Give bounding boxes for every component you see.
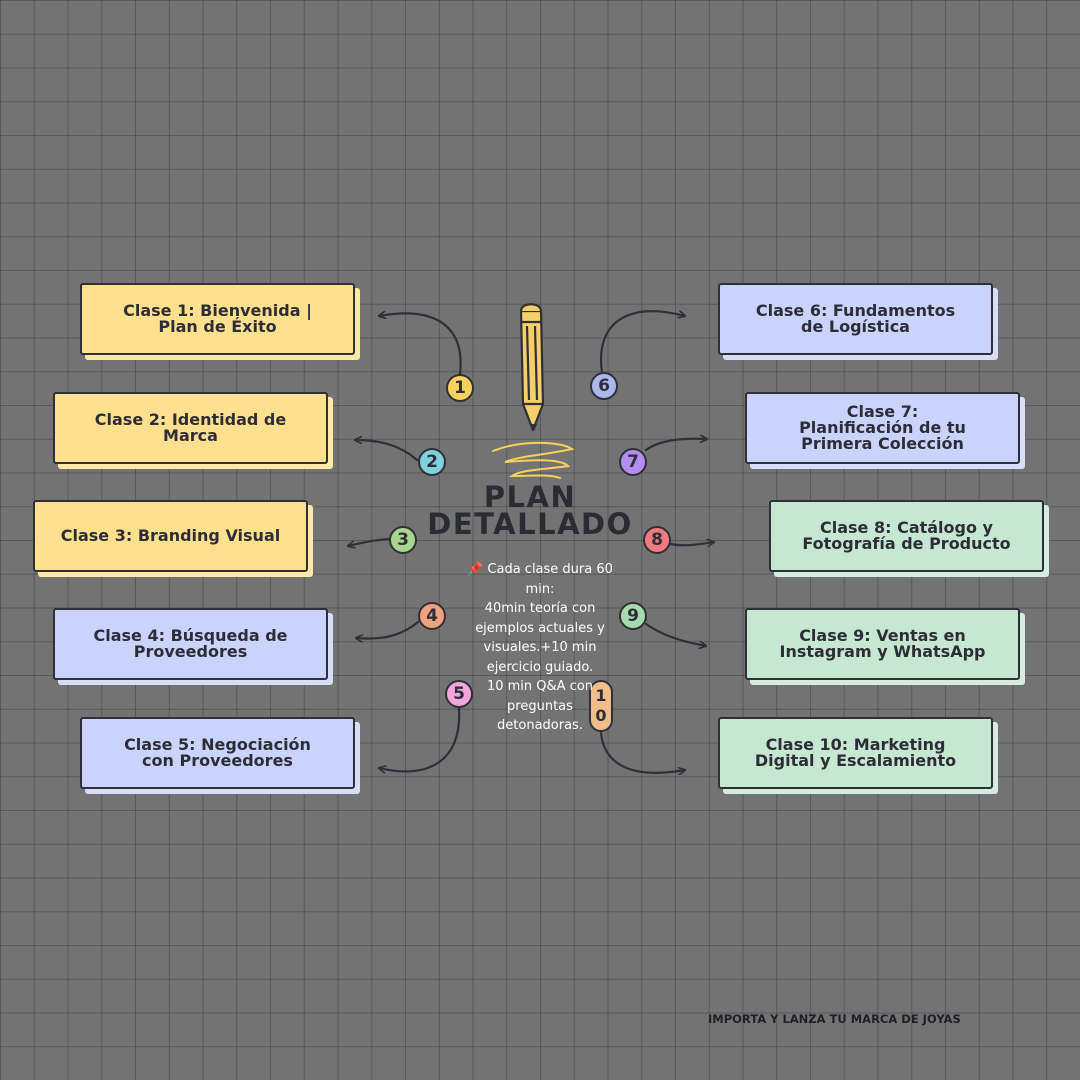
- arrow-clase-1: [379, 313, 462, 376]
- pencil-icon: [519, 303, 545, 432]
- diagram-title: PLAN DETALLADO: [427, 480, 633, 541]
- number-badge-6: 6: [590, 372, 618, 400]
- number-badge-7: 7: [619, 448, 647, 476]
- arrow-clase-4: [356, 620, 420, 639]
- arrow-clase-9: [644, 622, 706, 646]
- arrow-clase-2: [353, 440, 419, 462]
- card-clase-1: Clase 1: Bienvenida |Plan de Éxito: [80, 283, 355, 355]
- arrow-clase-5: [379, 706, 461, 771]
- number-badge-9: 9: [619, 602, 647, 630]
- number-badge-3: 3: [389, 526, 417, 554]
- number-badge-1: 1: [446, 374, 474, 402]
- arrow-clase-7: [644, 439, 709, 452]
- number-badge-5: 5: [445, 680, 473, 708]
- arrow-clase-6: [599, 310, 685, 375]
- arrow-clase-10: [599, 731, 685, 773]
- arrow-clase-8: [668, 542, 714, 545]
- number-badge-2: 2: [418, 448, 446, 476]
- class-description: 📌 Cada clase dura 60 min: 40min teoría c…: [467, 562, 613, 733]
- number-badge-4: 4: [418, 602, 446, 630]
- card-clase-3: Clase 3: Branding Visual: [33, 500, 308, 572]
- scribble-icon: [492, 441, 575, 479]
- footer-brand-text: IMPORTA Y LANZA TU MARCA DE JOYAS: [708, 1012, 961, 1026]
- number-badge-8: 8: [643, 526, 671, 554]
- arrow-clase-3: [348, 537, 391, 546]
